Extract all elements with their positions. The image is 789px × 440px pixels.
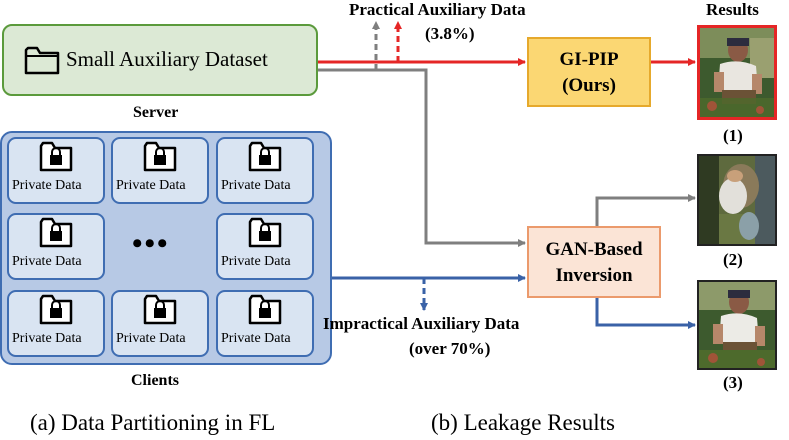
client-label: Private Data (221, 331, 291, 346)
locked-folder-icon (39, 294, 73, 325)
gan-inversion-box: GAN-Based Inversion (527, 226, 661, 298)
reconstructed-blurry-image (699, 156, 775, 244)
reconstructed-person-image (700, 28, 774, 117)
impractical-aux-value: (over 70%) (409, 339, 491, 358)
gan-to-result2-arrow (595, 194, 696, 226)
client-label: Private Data (221, 178, 291, 193)
result-label-2: (2) (723, 250, 743, 269)
aux-to-gan-arrow (318, 68, 526, 247)
impractical-aux-title: Impractical Auxiliary Data (323, 314, 520, 333)
gipip-line1: GI-PIP (559, 49, 619, 70)
client-label: Private Data (12, 178, 82, 193)
gipip-line2: (Ours) (562, 75, 616, 96)
locked-folder-icon (39, 141, 73, 172)
practical-aux-value: (3.8%) (425, 24, 475, 43)
server-label: Server (133, 104, 179, 121)
practical-aux-title: Practical Auxiliary Data (349, 0, 526, 19)
result-image-2 (697, 154, 777, 246)
caption-right: (b) Leakage Results (431, 410, 615, 435)
locked-folder-icon (248, 141, 282, 172)
client-label: Private Data (116, 331, 186, 346)
gan-line2: Inversion (555, 265, 633, 286)
locked-folder-icon (248, 217, 282, 248)
result-image-1 (697, 25, 777, 120)
result-label-3: (3) (723, 373, 743, 392)
locked-folder-icon (248, 294, 282, 325)
locked-folder-icon (143, 294, 177, 325)
result-image-3 (697, 280, 777, 370)
more-clients-ellipsis: ••• (132, 227, 170, 260)
client-label: Private Data (12, 331, 82, 346)
reconstructed-person-image (699, 282, 775, 368)
folder-icon (24, 46, 60, 75)
gan-line1: GAN-Based (545, 239, 643, 260)
client-label: Private Data (116, 178, 186, 193)
caption-left: (a) Data Partitioning in FL (30, 410, 276, 435)
client-label: Private Data (12, 254, 82, 269)
gipip-box: GI-PIP (Ours) (527, 37, 651, 107)
locked-folder-icon (39, 217, 73, 248)
locked-folder-icon (143, 141, 177, 172)
client-label: Private Data (221, 254, 291, 269)
result-label-1: (1) (723, 126, 743, 145)
gan-to-result3-arrow (595, 298, 696, 329)
auxiliary-dataset-box (2, 24, 318, 96)
results-label: Results (706, 0, 759, 19)
clients-label: Clients (131, 372, 179, 389)
auxiliary-dataset-label: Small Auxiliary Dataset (66, 47, 268, 71)
